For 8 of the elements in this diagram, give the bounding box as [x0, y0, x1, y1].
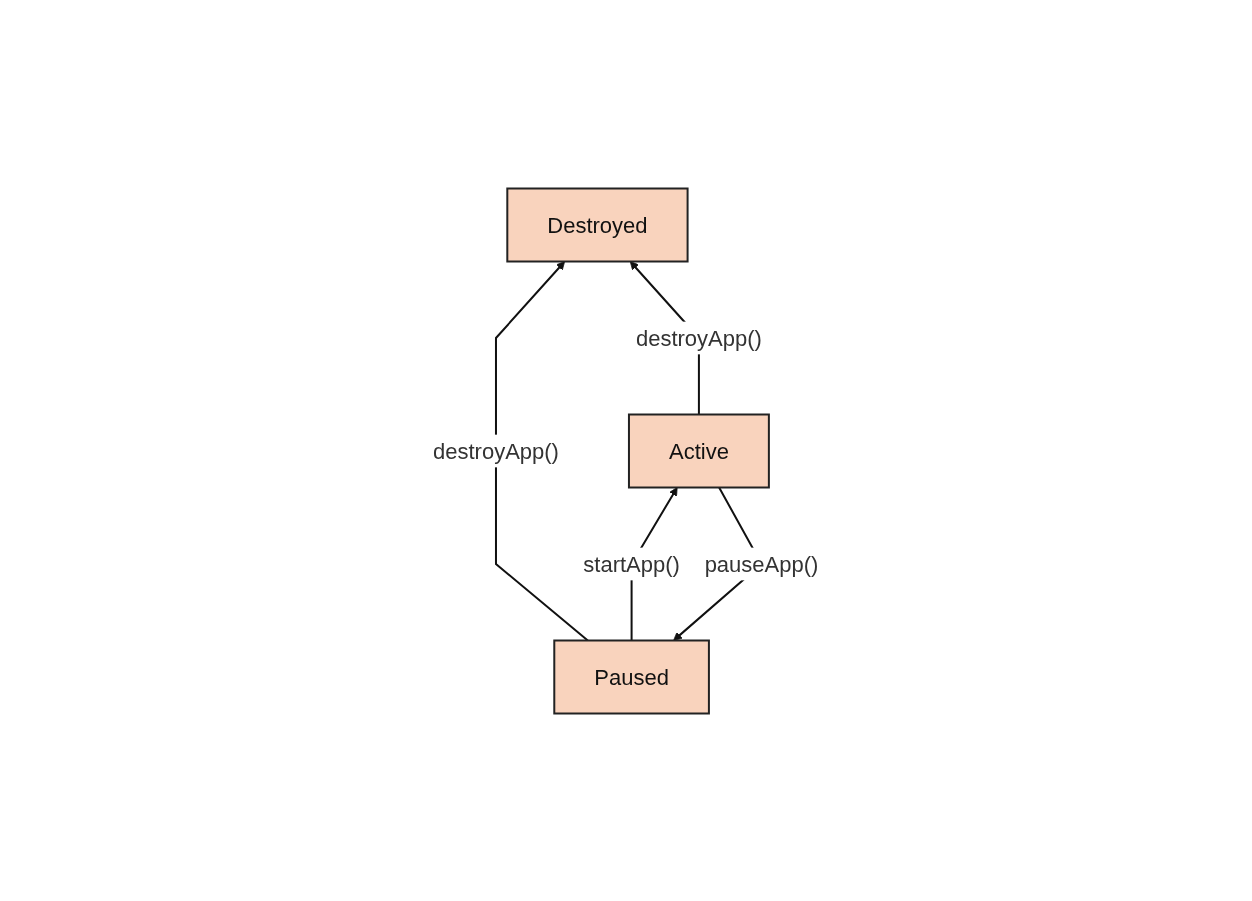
edge-label: startApp(): [583, 551, 681, 576]
node-box: Destroyed: [506, 187, 689, 262]
node-box: Active: [628, 413, 771, 488]
edge-label: destroyApp(): [433, 438, 560, 463]
node-box: Paused: [553, 639, 711, 714]
edge-label: pauseApp(): [704, 551, 819, 576]
arrow: [495, 260, 590, 641]
edge-label: destroyApp(): [636, 325, 763, 350]
